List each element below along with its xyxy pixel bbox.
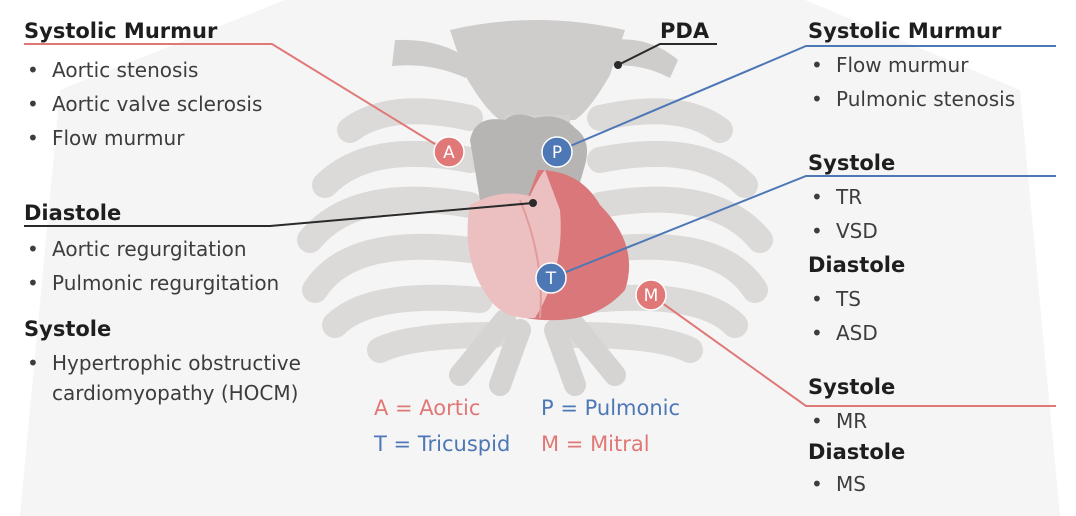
svg-text:P: P [552, 143, 562, 163]
badge-pulmonic: P [541, 136, 573, 168]
leader-tricuspid [550, 175, 1056, 279]
badge-tricuspid: T [535, 262, 567, 294]
diastole-list: Aortic regurgitation Pulmonic regurgitat… [24, 232, 279, 300]
clavicle-right [606, 39, 678, 78]
legend-mitral: M = Mitral [541, 432, 650, 456]
tricuspid-diastole-heading: Diastole [808, 253, 906, 277]
hocm-systole-heading: Systole [24, 317, 112, 341]
ribs-right [562, 98, 773, 363]
leader-mitral [650, 294, 1056, 407]
pda-dot [614, 61, 622, 69]
clavicle-left [392, 39, 470, 78]
aortic-systolic-block: Systolic Murmur Aortic stenosis Aortic v… [24, 18, 262, 155]
pulmonic-list: Flow murmur Pulmonic stenosis [808, 48, 1015, 116]
list-item: ASD [808, 316, 905, 350]
legend-aortic: A = Aortic [374, 396, 481, 420]
mitral-systole-list: MR [808, 404, 905, 438]
lower-ribs [449, 309, 626, 396]
list-item: Pulmonic stenosis [808, 82, 1015, 116]
mitral-systole-heading: Systole [808, 375, 896, 399]
leader-pda [617, 43, 717, 66]
mitral-block: Systole MR Diastole MS [808, 374, 905, 501]
mitral-diastole-heading: Diastole [808, 440, 906, 464]
list-item: VSD [808, 214, 905, 248]
badge-aortic: A [433, 136, 465, 168]
list-item: MS [808, 467, 905, 501]
list-item: TS [808, 282, 905, 316]
legend-tricuspid: T = Tricuspid [374, 432, 511, 456]
hocm-list: Hypertrophic obstructive cardiomyopathy … [24, 348, 344, 408]
diastole-dot [529, 199, 537, 207]
leader-pulmonic [555, 45, 1056, 153]
diastole-block: Diastole Aortic regurgitation Pulmonic r… [24, 200, 279, 300]
list-item: MR [808, 404, 905, 438]
list-item: Aortic stenosis [24, 53, 262, 87]
pda-label-block: PDA [660, 18, 709, 44]
list-item: TR [808, 180, 905, 214]
tricuspid-diastole-list: TS ASD [808, 282, 905, 350]
badge-mitral: M [635, 279, 667, 311]
tricuspid-systole-list: TR VSD [808, 180, 905, 248]
pulmonic-systolic-heading: Systolic Murmur [808, 19, 1002, 43]
hocm-systole-block: Systole Hypertrophic obstructive cardiom… [24, 316, 344, 408]
mitral-diastole-list: MS [808, 467, 905, 501]
list-item: Aortic regurgitation [24, 232, 279, 266]
aortic-systolic-list: Aortic stenosis Aortic valve sclerosis F… [24, 53, 262, 155]
svg-text:M: M [644, 286, 659, 306]
list-item: Aortic valve sclerosis [24, 87, 262, 121]
heart-septum [519, 199, 542, 319]
manubrium [450, 20, 625, 120]
svg-text:A: A [443, 143, 455, 163]
tricuspid-block: Systole TR VSD Diastole TS ASD [808, 150, 905, 350]
tricuspid-systole-heading: Systole [808, 151, 896, 175]
svg-text:T: T [545, 269, 557, 289]
leader-diastole [24, 202, 534, 227]
aortic-systolic-heading: Systolic Murmur [24, 19, 218, 43]
diastole-heading: Diastole [24, 201, 122, 225]
list-item: Hypertrophic obstructive cardiomyopathy … [24, 348, 344, 408]
list-item: Flow murmur [24, 121, 262, 155]
list-item: Flow murmur [808, 48, 1015, 82]
pda-label: PDA [660, 19, 710, 43]
leader-aortic [24, 43, 449, 153]
list-item: Pulmonic regurgitation [24, 266, 279, 300]
pulmonic-systolic-block: Systolic Murmur Flow murmur Pulmonic ste… [808, 18, 1015, 116]
legend-pulmonic: P = Pulmonic [541, 396, 681, 420]
